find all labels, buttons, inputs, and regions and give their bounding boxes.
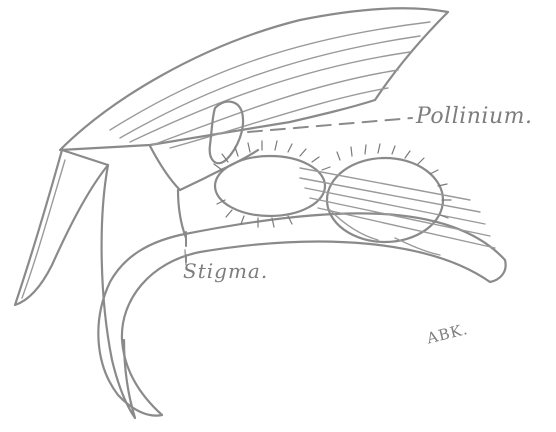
bee-insect (214, 141, 495, 255)
pollinium-label: Pollinium. (416, 104, 533, 129)
curved-lip (98, 213, 505, 415)
left-petal (15, 150, 135, 418)
stigma-label: Stigma. (183, 259, 268, 283)
upper-hood (60, 8, 448, 150)
